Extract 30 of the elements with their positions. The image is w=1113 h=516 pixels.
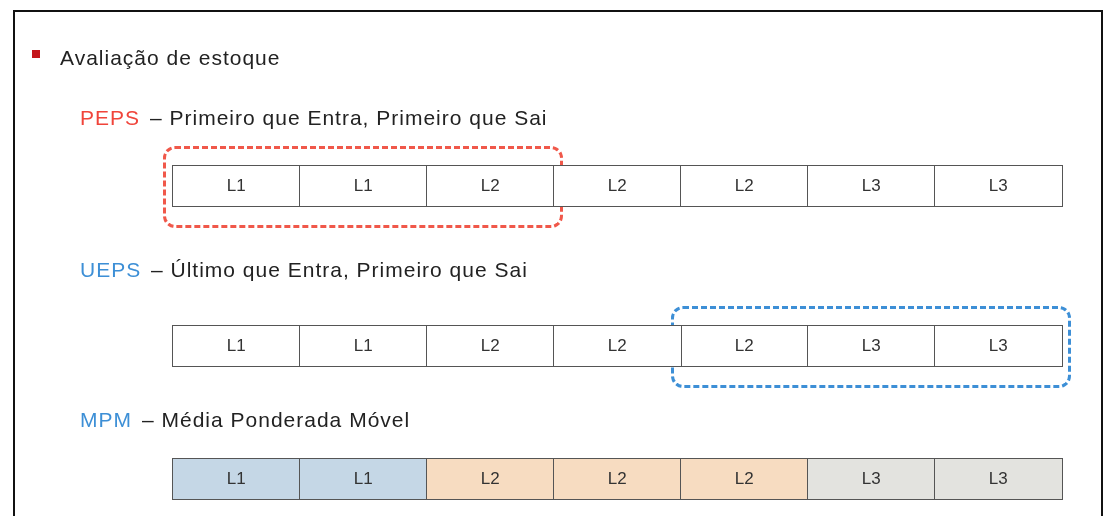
lot-cell: L3 — [807, 458, 936, 500]
lot-cell: L3 — [934, 325, 1063, 367]
lot-cell: L3 — [807, 325, 936, 367]
lot-cell: L2 — [426, 325, 555, 367]
lot-cell: L3 — [934, 458, 1063, 500]
lot-cell: L1 — [299, 458, 428, 500]
dashed-group-outline — [671, 306, 1071, 388]
method-acronym: PEPS — [80, 106, 141, 130]
lot-cell: L2 — [426, 165, 555, 207]
method-description: – Primeiro que Entra, Primeiro que Sai — [150, 106, 548, 130]
lot-cell: L1 — [299, 165, 428, 207]
dashed-group-outline — [163, 146, 563, 228]
lot-cell: L2 — [553, 325, 682, 367]
lot-cell: L2 — [680, 458, 809, 500]
method-acronym: MPM — [80, 408, 132, 432]
lot-cell: L1 — [172, 458, 301, 500]
method-acronym: UEPS — [80, 258, 142, 282]
lot-cell: L2 — [553, 458, 682, 500]
lot-cell: L2 — [553, 165, 682, 207]
lot-cell: L2 — [426, 458, 555, 500]
lot-cell: L3 — [807, 165, 936, 207]
lot-cell: L1 — [172, 325, 301, 367]
lot-cell: L2 — [680, 325, 809, 367]
section-heading: Avaliação de estoque — [60, 46, 281, 70]
lot-cell: L3 — [934, 165, 1063, 207]
method-description: – Último que Entra, Primeiro que Sai — [151, 258, 528, 282]
lot-cell: L2 — [680, 165, 809, 207]
method-description: – Média Ponderada Móvel — [142, 408, 411, 432]
lot-cell: L1 — [299, 325, 428, 367]
lot-cell: L1 — [172, 165, 301, 207]
